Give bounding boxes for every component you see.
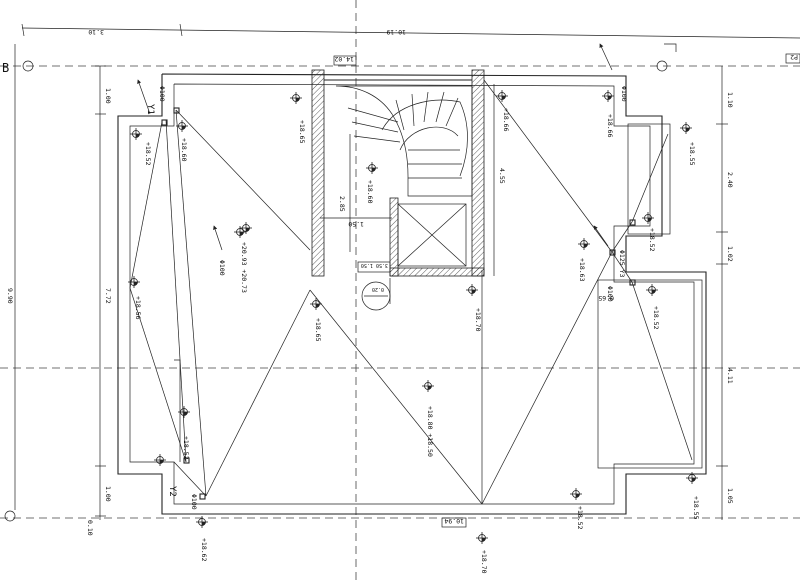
drain-label: Φ100 — [606, 286, 614, 302]
box-tag-right — [785, 53, 800, 64]
level-mark: +18.62 — [200, 538, 208, 562]
level-mark: +18.55 — [688, 142, 696, 166]
dim-left-mid: 7.72 — [104, 288, 112, 304]
level-mark: +18.66 — [502, 108, 510, 132]
dim-right-2: 2.40 — [726, 172, 734, 188]
left-dimension-lines — [14, 44, 106, 520]
drain-label: Φ100 — [620, 86, 628, 102]
dim-left-top: 1.00 — [104, 88, 112, 104]
drain-label: Φ100 — [158, 86, 166, 102]
level-mark: +18.60 — [180, 138, 188, 162]
dim-stair-right: 4.55 — [498, 168, 506, 184]
level-mark-symbol — [496, 90, 508, 102]
level-mark-symbol — [310, 298, 322, 310]
level-mark-symbol — [642, 212, 654, 224]
level-mark: +18.66 — [606, 114, 614, 138]
drain-label: Φ125 Y3 — [618, 250, 626, 277]
box-tag-top-text: 14.02 — [334, 55, 354, 63]
level-mark: +18.65 — [298, 120, 306, 144]
stair-core — [311, 69, 495, 277]
level-mark-symbol — [578, 238, 590, 250]
slope-arrows — [137, 43, 613, 251]
level-mark: +18.65 — [314, 318, 322, 342]
level-mark-symbol — [178, 406, 190, 418]
level-mark: +18.55 — [692, 496, 700, 520]
level-mark: +18.63 — [578, 258, 586, 282]
grid-marker-b: B — [2, 61, 9, 75]
level-crosses — [128, 90, 698, 544]
level-mark: +18.52 — [648, 228, 656, 252]
level-mark-symbol — [602, 90, 614, 102]
level-mark: +18.70 — [474, 308, 482, 332]
dim-small-right: 0.65 — [598, 294, 614, 302]
drain-label: Φ100 — [218, 260, 226, 276]
level-mark: +20.93 +20.73 — [240, 242, 248, 293]
dim-left-foot: 0.10 — [86, 520, 94, 536]
dim-stair-h: 2.85 — [338, 196, 346, 212]
stair-tag-text: 3.50 1.50 — [361, 262, 388, 268]
level-mark-symbol — [570, 488, 582, 500]
level-mark: +18.52 — [182, 436, 190, 460]
dim-top-main: 10.19 — [386, 28, 406, 36]
slope-lines — [129, 79, 693, 505]
right-dimension-lines — [716, 66, 728, 520]
level-mark-symbol — [128, 276, 140, 288]
level-mark-symbol — [240, 222, 252, 234]
level-mark: +18.60 — [366, 180, 374, 204]
box-tag-right-text: P2 — [790, 53, 798, 61]
stair-tag-box — [357, 261, 391, 273]
level-mark-symbol — [686, 472, 698, 484]
level-mark: +18.52 — [576, 506, 584, 530]
tag-y1: Y1 — [145, 104, 155, 115]
level-mark: +18.52 — [652, 306, 660, 330]
dim-right-4: 4.11 — [726, 368, 734, 384]
level-mark-symbol — [466, 284, 478, 296]
dim-right-5: 1.05 — [726, 488, 734, 504]
level-mark-symbol — [680, 122, 692, 134]
level-mark-symbol — [476, 532, 488, 544]
dim-right-3: 1.02 — [726, 246, 734, 262]
dim-stair-w: 1.50 — [348, 220, 364, 228]
dim-left-total: 9.90 — [6, 288, 14, 304]
box-tag-bottom — [441, 517, 467, 528]
level-mark-symbol — [290, 92, 302, 104]
tag-y2: Y2 — [167, 486, 177, 497]
level-mark: +18.80 +18.50 — [426, 406, 434, 457]
level-mark-symbol — [130, 128, 142, 140]
level-mark-symbol — [154, 454, 166, 466]
box-tag-top — [333, 55, 357, 66]
box-tag-bottom-text: 10.94 — [444, 517, 464, 525]
dim-left-bottom: 1.00 — [104, 486, 112, 502]
level-mark: +18.56 — [134, 296, 142, 320]
dim-top-left: 3.10 — [88, 28, 104, 36]
level-mark-symbol — [176, 120, 188, 132]
top-dimension-line — [21, 23, 800, 39]
level-mark-symbol — [422, 380, 434, 392]
level-mark: +18.70 — [480, 550, 488, 574]
level-mark-symbol — [366, 162, 378, 174]
dim-right-1: 1.10 — [726, 92, 734, 108]
grid-markers — [4, 60, 668, 522]
round-tag-text: 0.20 — [372, 286, 384, 292]
roof-outline — [117, 73, 707, 515]
level-mark-symbol — [646, 284, 658, 296]
drain-label: Φ100 — [190, 494, 198, 510]
drain-points — [161, 107, 636, 500]
level-mark: +18.52 — [144, 142, 152, 166]
level-mark-symbol — [234, 226, 246, 238]
level-mark-symbol — [196, 516, 208, 528]
corner-mark — [664, 43, 677, 52]
